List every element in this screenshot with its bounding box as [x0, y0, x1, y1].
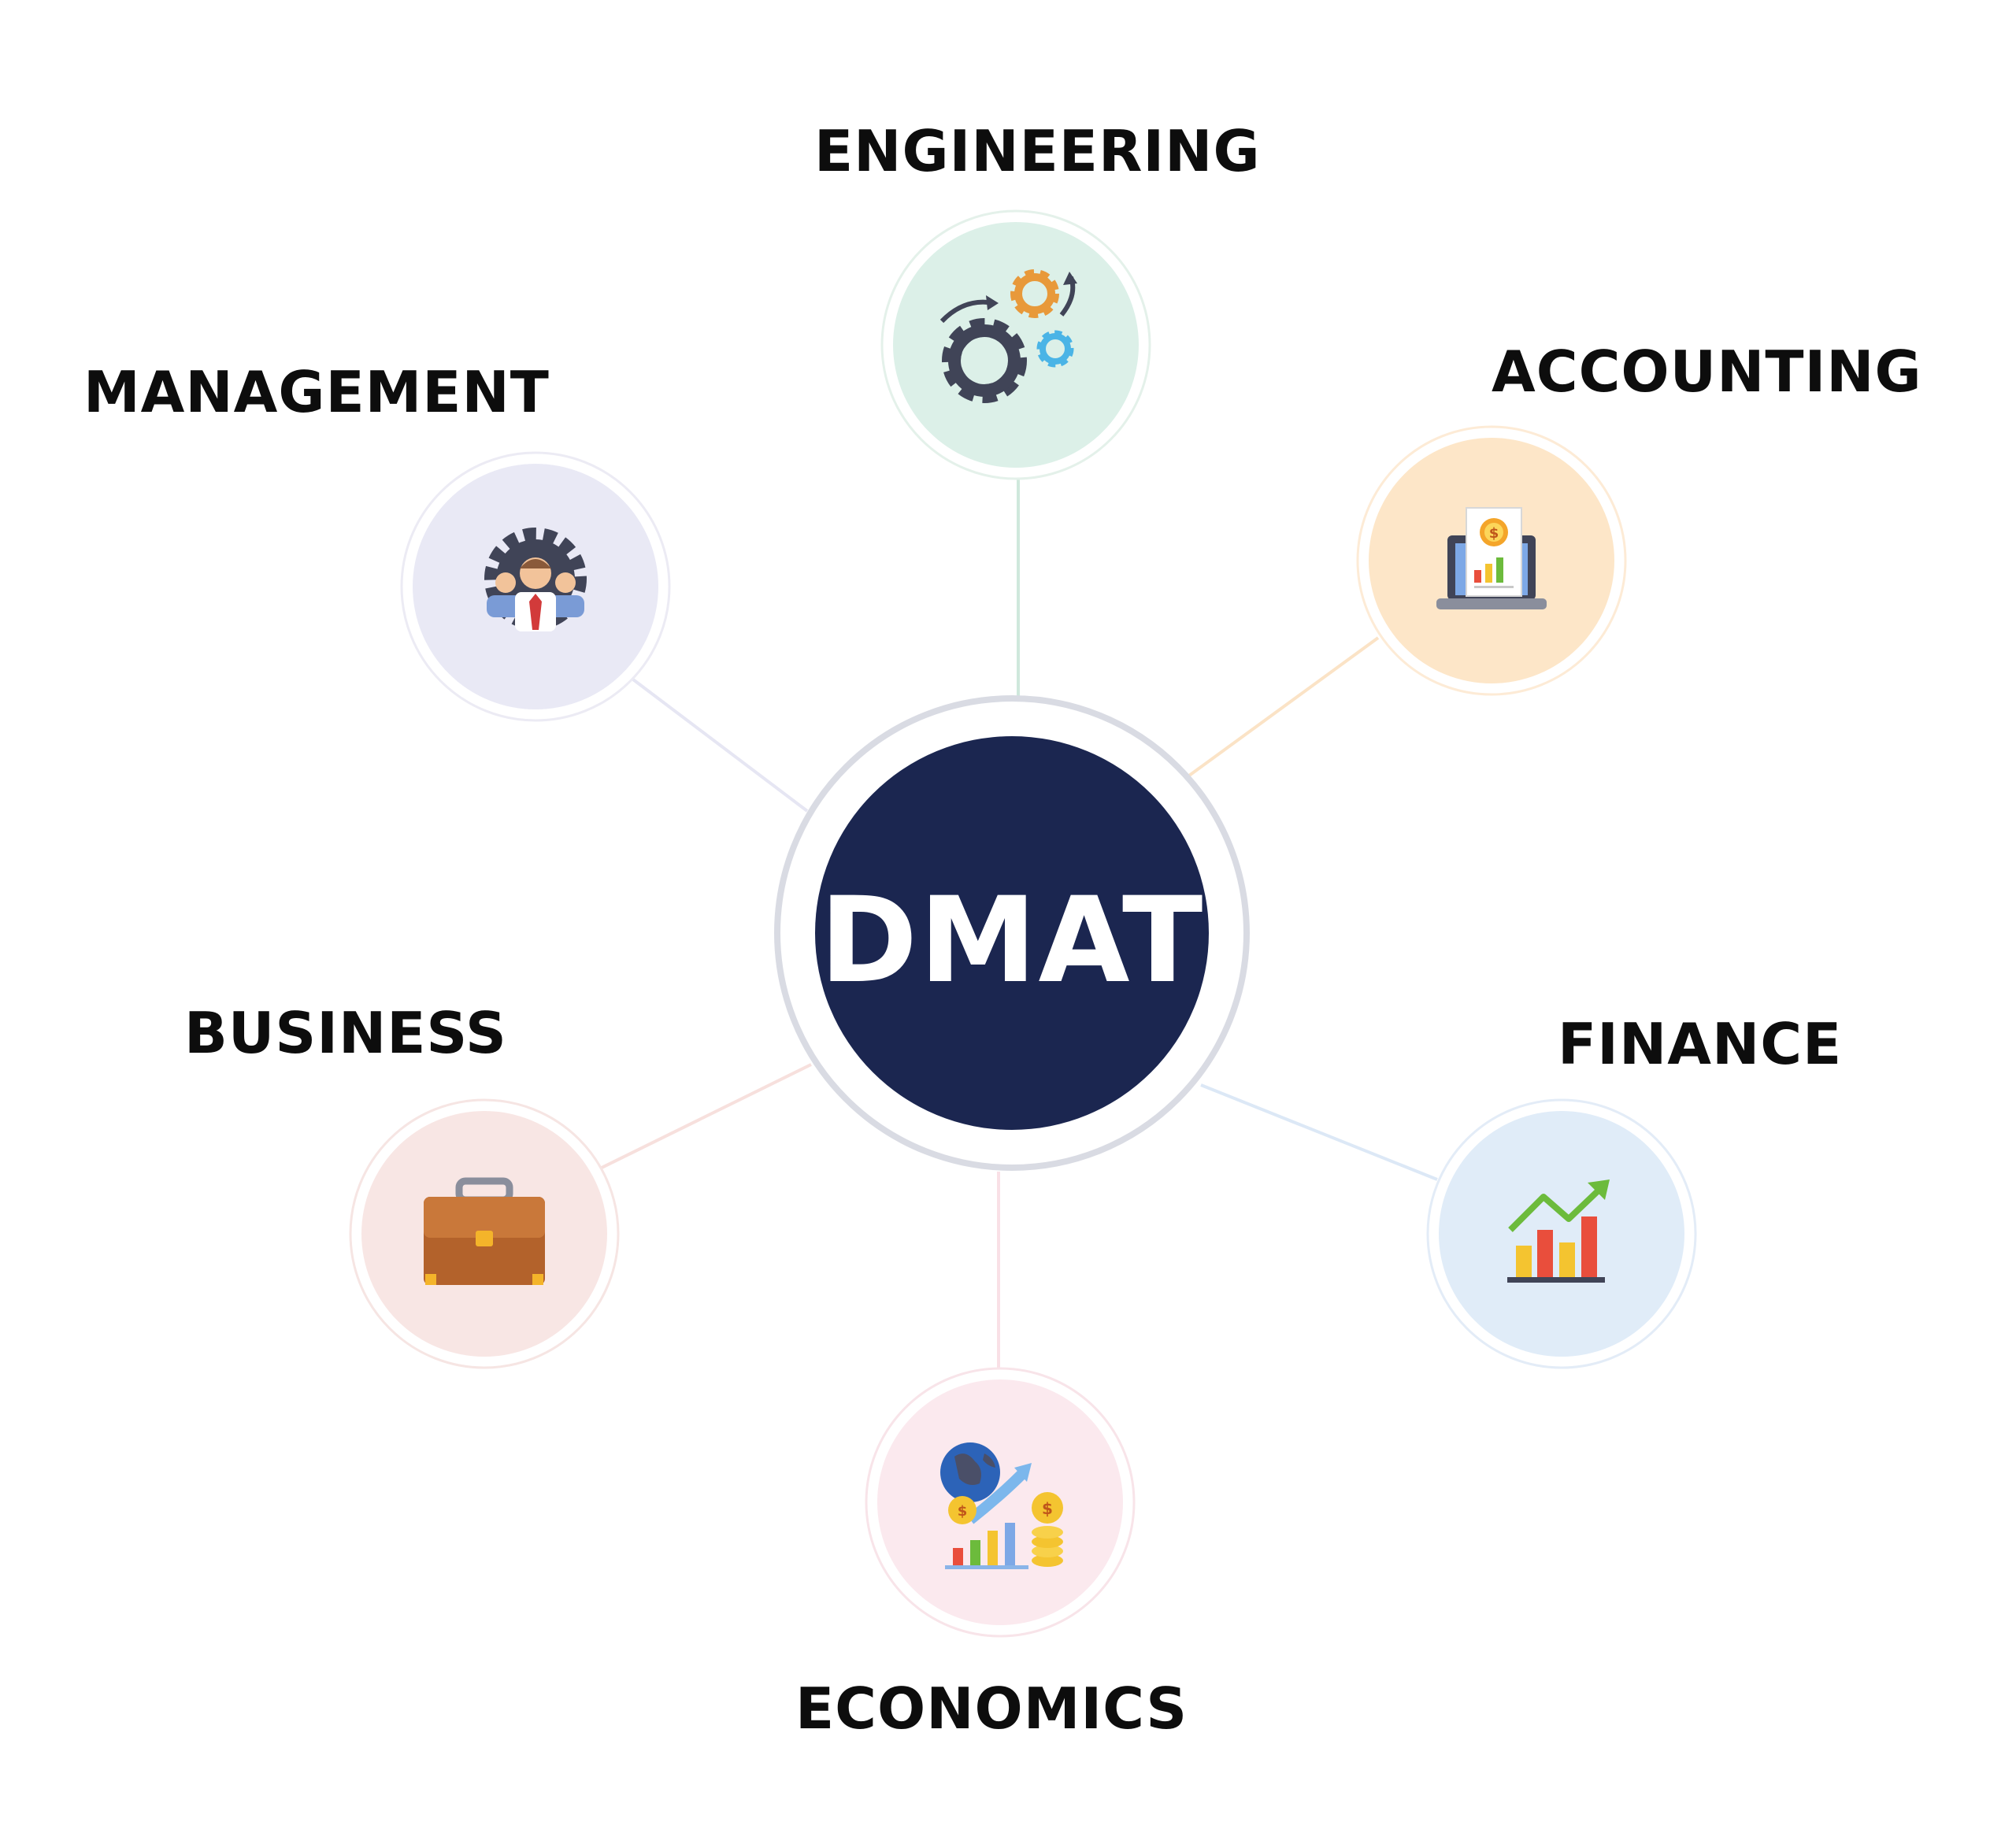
connector-management	[628, 676, 809, 813]
node-business	[349, 1098, 620, 1369]
node-economics: $ $	[865, 1367, 1136, 1638]
label-business: BUSINESS	[184, 1000, 507, 1066]
growth-chart-icon	[1507, 1179, 1610, 1283]
center-hub	[774, 695, 1250, 1171]
svg-text:$: $	[958, 1503, 968, 1520]
label-finance: FINANCE	[1558, 1011, 1843, 1077]
svg-text:$: $	[1042, 1499, 1053, 1518]
globe-coins-chart-icon: $ $	[940, 1442, 1063, 1569]
svg-text:$: $	[1489, 525, 1499, 542]
node-accounting: $	[1356, 425, 1627, 696]
node-finance	[1426, 1098, 1697, 1369]
label-accounting: ACCOUNTING	[1492, 339, 1922, 405]
label-economics: ECONOMICS	[795, 1676, 1188, 1742]
label-engineering: ENGINEERING	[814, 118, 1261, 184]
team-gear-icon	[484, 528, 587, 631]
laptop-invoice-icon: $	[1436, 507, 1547, 609]
connector-accounting	[1188, 636, 1380, 777]
node-management	[400, 451, 671, 722]
connector-business	[598, 1063, 812, 1171]
center-label: DMAT	[819, 872, 1205, 1009]
label-management: MANAGEMENT	[83, 359, 550, 425]
connector-finance	[1200, 1083, 1438, 1181]
node-engineering	[880, 209, 1151, 480]
gears-icon	[939, 269, 1077, 403]
connector-lines	[598, 476, 1438, 1368]
briefcase-icon	[424, 1177, 545, 1285]
